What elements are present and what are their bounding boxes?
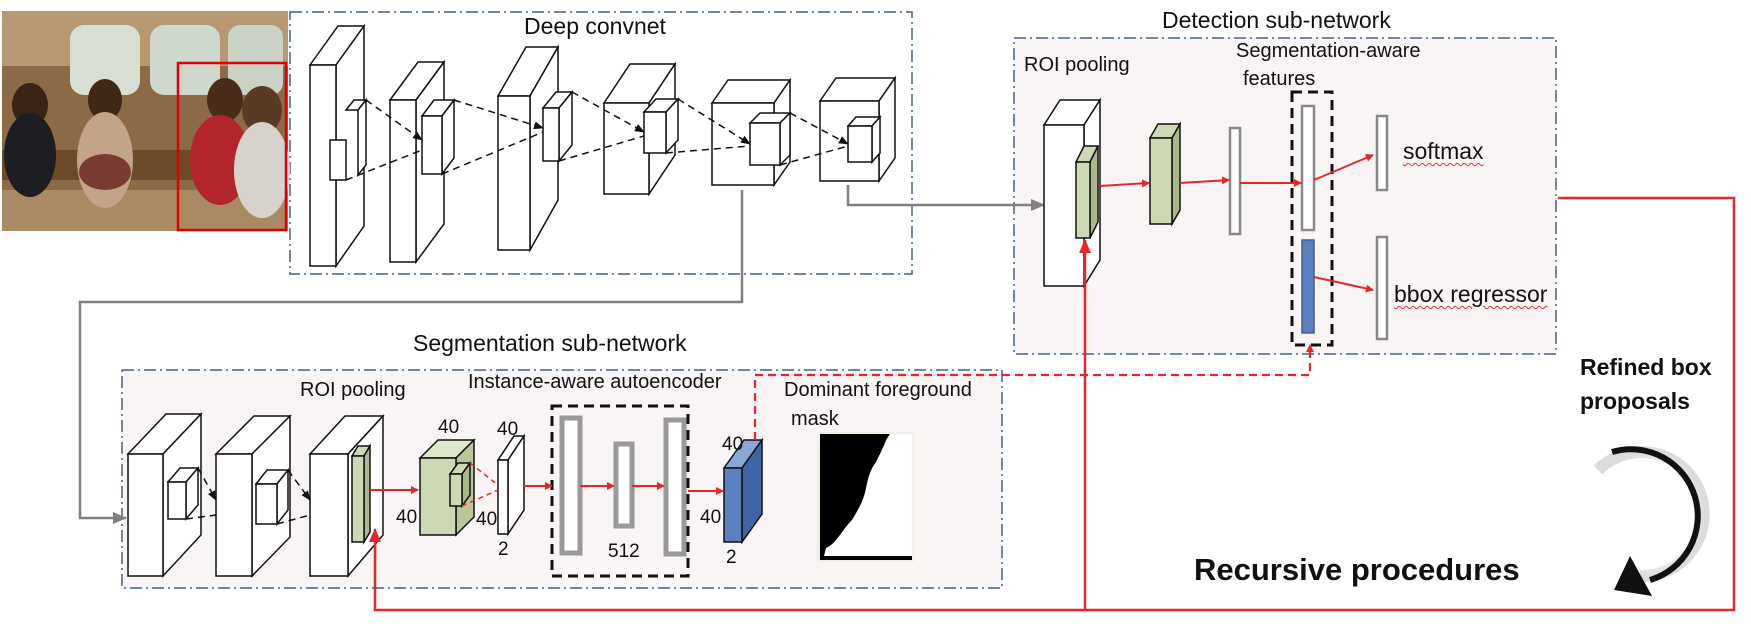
convnet-dashed-projections [345,91,849,181]
dominant-fg-label-line1: Dominant foreground [784,379,972,401]
det-roi-block [1042,97,1102,289]
detection-subnetwork-title: Detection sub-network [1162,7,1391,33]
dim-b-bottom: 2 [498,539,509,560]
refined-box-label-line2: proposals [1580,388,1690,414]
dim-c-bottom: 2 [726,547,737,568]
seg-dashed-projections [185,467,311,525]
det-fc-green [1148,121,1182,227]
detection-red-arrows [1099,154,1374,293]
input-photo [2,11,290,232]
autoencoder-encoder [559,415,583,556]
seg-feature-cube [418,438,476,537]
convnet-layer-5 [710,77,792,188]
det-fc-vector [1228,126,1242,236]
autoencoder-decoder [663,417,687,557]
detection-subnetwork-frame [1013,37,1557,355]
dim-c-top: 40 [722,434,744,455]
dim-b-top: 40 [497,419,519,440]
convnet-layer-4 [602,61,680,197]
convnet-layer-1 [308,23,368,269]
dominant-fg-label-line2: mask [791,408,839,430]
dim-a-left: 40 [396,507,418,528]
seg-roi-pooling-label: ROI pooling [300,379,406,401]
seg-aware-label-line2: features [1243,68,1316,90]
seg-block-2 [214,414,292,578]
bbox-regressor-vector [1375,235,1389,341]
dim-a-top: 40 [438,417,460,438]
mask-to-features-dashed-arrow [753,344,1314,440]
convnet-to-detection-arrow [846,185,1045,211]
dim-c-left: 40 [700,507,722,528]
seg-red-dashed-projection [461,462,499,507]
det-feature-white [1300,104,1316,232]
convnet-to-segmentation-arrow [78,190,744,524]
segmentation-red-arrows [370,482,724,495]
softmax-label: softmax [1403,138,1484,164]
dim-bottleneck: 512 [608,541,640,562]
seg-mask-blue [722,437,764,545]
seg-block-1 [126,412,203,578]
det-roi-pooling-label: ROI pooling [1024,54,1130,76]
seg-map-b [496,433,526,537]
convnet-layer-6 [818,75,897,184]
clockwise-circular-arrow-icon [1593,446,1710,596]
seg-aware-label-line1: Segmentation-aware [1236,40,1421,62]
convnet-layer-3 [496,44,574,253]
recursive-procedures-label: Recursive procedures [1194,552,1520,587]
deep-convnet-frame [289,11,913,275]
recursive-feedback-loop [369,196,1736,612]
convnet-layer-2 [388,59,456,265]
segmentation-subnetwork-title: Segmentation sub-network [413,330,687,356]
autoencoder-box [550,404,690,578]
bbox-regressor-label: bbox regressor [1394,281,1548,307]
input-bbox [176,61,288,232]
deep-convnet-title: Deep convnet [524,13,666,39]
mask-image [818,432,914,562]
autoencoder-bottleneck [613,441,635,529]
det-feature-blue [1301,239,1315,334]
softmax-vector [1375,114,1389,192]
refined-box-label-line1: Refined box [1580,354,1712,380]
autoencoder-label: Instance-aware autoencoder [468,371,722,393]
dim-b-right: 40 [476,509,498,530]
